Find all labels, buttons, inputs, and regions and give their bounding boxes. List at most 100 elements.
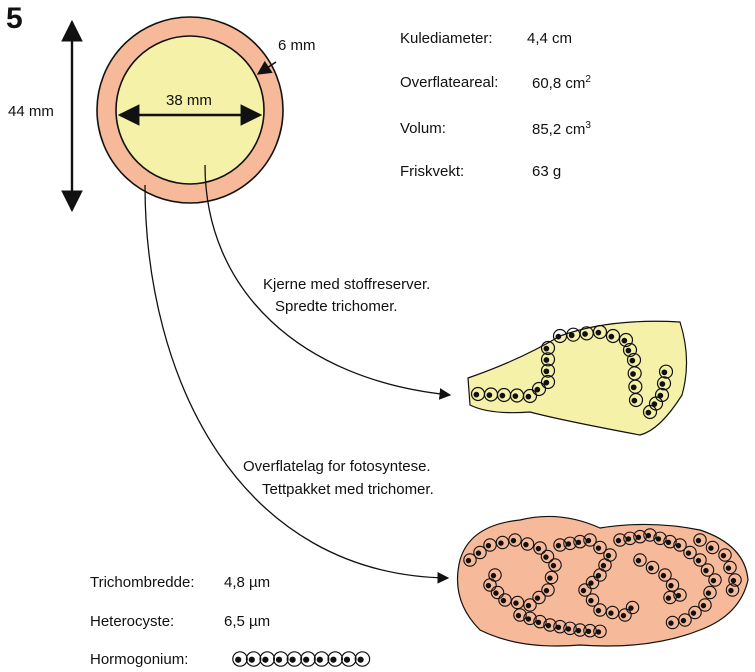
cell-granule — [666, 540, 670, 544]
surface-caption-line-2: Tettpakket med trichomer. — [262, 481, 434, 498]
core-section-illustration — [468, 321, 687, 435]
figure-number: 5 — [6, 2, 23, 36]
cell-granule — [276, 657, 281, 662]
inner-core — [116, 36, 264, 184]
cell-granule — [589, 598, 593, 602]
cell-granule — [621, 613, 625, 617]
cell-granule — [686, 551, 690, 555]
cell-granule — [631, 385, 636, 390]
cell-granule — [721, 553, 725, 557]
cell-granule — [526, 617, 530, 621]
cell-granule — [631, 372, 636, 377]
shell-leader-arrow — [145, 185, 448, 578]
cell-granule — [535, 387, 540, 392]
cell-granule — [551, 563, 555, 567]
cell-granule — [586, 538, 590, 542]
stat-value: 85,2 cm3 — [532, 120, 591, 138]
cell-granule — [589, 581, 593, 585]
cell-granule — [669, 621, 673, 625]
cell-granule — [711, 578, 715, 582]
cell-granule — [658, 393, 663, 398]
cell-granule — [701, 603, 705, 607]
stat-label: Volum: — [400, 120, 446, 137]
cell-granule — [513, 394, 518, 399]
cell-granule — [661, 573, 665, 577]
cell-granule — [556, 543, 560, 547]
cell-granule — [596, 573, 600, 577]
cell-granule — [646, 533, 650, 537]
cell-granule — [729, 588, 733, 592]
cell-granule — [630, 358, 635, 363]
core-caption-line-2: Spredte trichomer. — [275, 298, 398, 315]
cell-granule — [487, 393, 492, 398]
cell-granule — [544, 555, 548, 559]
cell-granule — [626, 348, 631, 353]
cell-granule — [576, 540, 580, 544]
cell-granule — [622, 338, 627, 343]
cell-granule — [596, 330, 601, 335]
cell-granule — [596, 630, 600, 634]
cell-granule — [681, 618, 685, 622]
cell-granule — [536, 620, 540, 624]
cell-granule — [581, 588, 585, 592]
cell-granule — [466, 558, 470, 562]
cell-granule — [500, 393, 505, 398]
cell-granule — [696, 538, 700, 542]
cell-granule — [304, 657, 309, 662]
cell-granule — [586, 629, 590, 633]
cell-granule — [544, 369, 549, 374]
cell-granule — [601, 563, 605, 567]
cell-granule — [544, 588, 548, 592]
cell-granule — [548, 576, 552, 580]
cell-granule — [709, 546, 713, 550]
cell-granule — [514, 601, 518, 605]
cell-granule — [544, 380, 549, 385]
cell-granule — [706, 591, 710, 595]
cell-granule — [524, 542, 528, 546]
cell-granule — [474, 392, 479, 397]
outer-diameter-label: 44 mm — [8, 103, 54, 120]
cell-granule — [317, 657, 322, 662]
cell-granule — [726, 566, 730, 570]
stat-label: Friskvekt: — [400, 163, 464, 180]
sphere-diagram — [72, 17, 283, 210]
inner-diameter-label: 38 mm — [166, 92, 212, 109]
cell-granule — [596, 546, 600, 550]
stat-value: 4,4 cm — [527, 30, 572, 47]
cell-granule — [566, 542, 570, 546]
cell-granule — [636, 535, 640, 539]
cell-granule — [596, 608, 600, 612]
measurement-label: Hormogonium: — [90, 651, 188, 668]
cell-granule — [249, 657, 254, 662]
stat-label: Kulediameter: — [400, 30, 493, 47]
measurement-value: 6,5 µm — [224, 613, 270, 630]
cell-granule — [494, 591, 498, 595]
cell-granule — [652, 402, 657, 407]
cell-granule — [546, 623, 550, 627]
cell-granule — [544, 358, 549, 363]
cell-granule — [236, 657, 241, 662]
cell-granule — [616, 538, 620, 542]
cell-granule — [331, 657, 336, 662]
cell-granule — [556, 334, 561, 339]
cell-granule — [536, 546, 540, 550]
cell-granule — [576, 628, 580, 632]
cell-granule — [486, 583, 490, 587]
cell-granule — [606, 553, 610, 557]
cell-granule — [526, 394, 531, 399]
cell-granule — [676, 593, 680, 597]
cell-granule — [662, 370, 667, 375]
cell-granule — [636, 558, 640, 562]
cell-granule — [556, 625, 560, 629]
cell-granule — [476, 551, 480, 555]
stat-label: Overflateareal: — [400, 74, 498, 91]
cell-granule — [666, 596, 670, 600]
core-caption-line-1: Kjerne med stoffreserver. — [263, 276, 430, 293]
cell-granule — [632, 398, 637, 403]
cell-granule — [583, 332, 588, 337]
cell-granule — [501, 598, 505, 602]
cell-granule — [649, 566, 653, 570]
cell-granule — [609, 334, 614, 339]
cell-granule — [626, 537, 630, 541]
